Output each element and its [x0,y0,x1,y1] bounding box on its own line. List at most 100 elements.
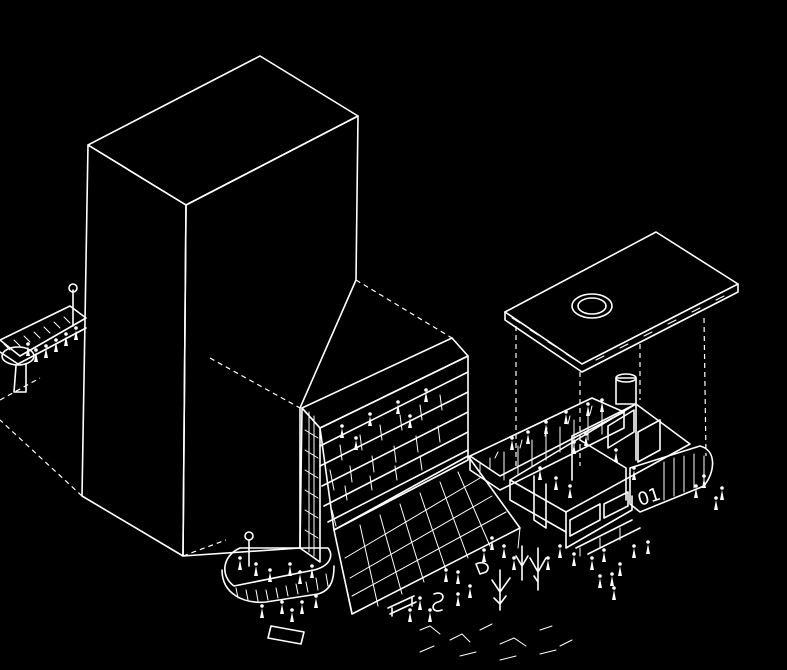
person-figure [572,444,576,454]
person-head [44,344,48,348]
person-figure [612,590,616,600]
slab-building [299,337,469,563]
person-head [572,440,576,444]
person-figure [44,348,48,358]
tree-2 [529,547,547,591]
pavilion-curved-wall [629,445,714,513]
person-figure [290,612,294,622]
curved-terrace [221,531,335,645]
person-head [502,544,506,548]
person-head [424,388,428,392]
person-head [310,564,314,568]
person-head [618,562,622,566]
person-head [26,342,30,346]
person-head [554,476,558,480]
person-head [314,594,318,598]
person-head [396,400,400,404]
person-figure [280,604,284,614]
person-head [74,326,78,330]
person-figure [444,572,448,582]
person-head [456,570,460,574]
person-figure [64,336,68,346]
tower-left-face [81,144,187,557]
person-head [598,574,602,578]
person-figure [424,392,428,402]
person-head [260,604,264,608]
street-furniture [387,561,489,617]
slab-facade [319,355,469,531]
pavilion-sign-label: 01 [635,484,663,511]
person-head [632,544,636,548]
person-head [408,608,412,612]
person-figure [538,470,542,480]
person-figure [490,540,494,550]
person-head [568,484,572,488]
person-head [290,608,294,612]
person-figure [418,600,422,610]
person-figure [512,560,516,570]
person-head [526,430,530,434]
person-figure [694,488,698,498]
person-head [546,556,550,560]
terrace-deck [224,547,332,587]
person-figure [408,418,412,428]
person-head [714,496,718,500]
person-figure [610,576,614,586]
person-figure [586,406,590,416]
bike-rack [432,592,444,612]
person-head [602,548,606,552]
ground-sign [267,625,305,645]
person-figure [554,480,558,490]
person-head [490,536,494,540]
person-figure [456,574,460,584]
person-head [694,484,698,488]
person-head [468,584,472,588]
person-head [646,540,650,544]
pavilion: 01 [509,373,714,557]
person-figure [510,440,514,450]
person-figure [428,612,432,622]
person-figure [74,330,78,340]
person-head [428,608,432,612]
person-head [512,556,516,560]
person-figure [298,574,302,584]
slab-roof [301,337,469,429]
pavilion-floor [509,403,691,513]
person-figure [558,548,562,558]
person-figure [714,500,718,510]
person-head [238,556,242,560]
person-figure [54,342,58,352]
person-figure [632,548,636,558]
person-head [584,432,588,436]
people-figures [26,326,724,622]
person-figure [468,588,472,598]
person-head [702,474,706,478]
person-figure [564,414,568,424]
person-head [564,410,568,414]
person-head [456,592,460,596]
person-head [340,424,344,428]
person-head [544,420,548,424]
bench [387,595,417,617]
left-bridge [0,283,87,393]
person-figure [254,566,258,576]
person-head [720,486,724,490]
tree-3 [515,545,529,581]
person-figure [300,604,304,614]
person-figure [288,566,292,576]
left-bridge-ring [1,346,35,366]
person-figure [600,402,604,412]
person-figure [544,424,548,434]
person-figure [482,552,486,562]
person-head [280,600,284,604]
person-figure [720,490,724,500]
person-figure [396,404,400,414]
person-figure [546,560,550,570]
person-head [510,436,514,440]
left-bridge-deck [0,305,87,357]
person-head [600,398,604,402]
tower-right-face [182,115,359,557]
person-figure [598,578,602,588]
